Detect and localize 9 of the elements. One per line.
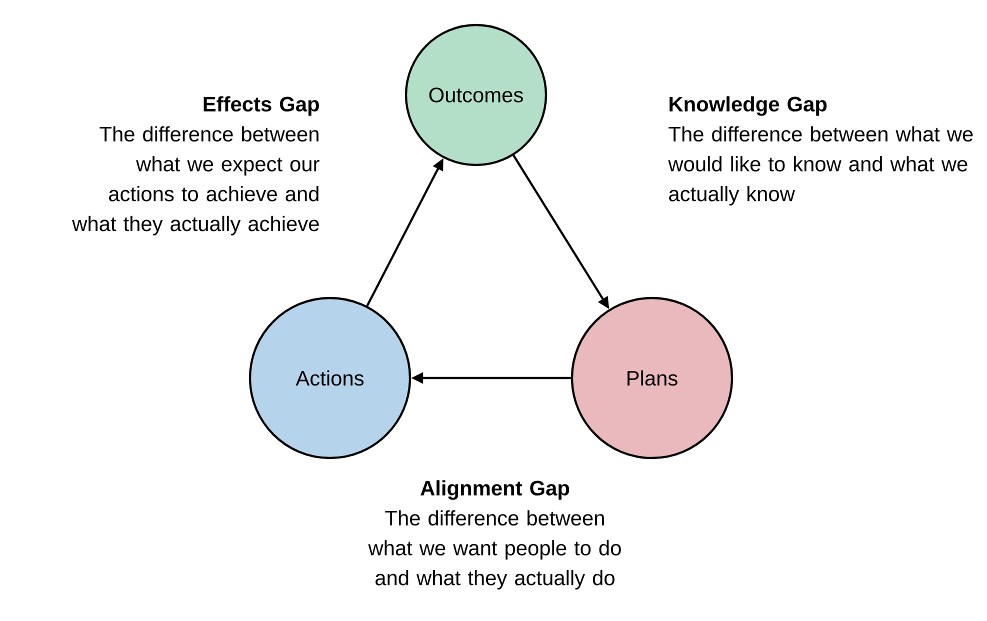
circle-node: Actions xyxy=(248,296,412,460)
gap-description: The difference between what we would like to know and what we actually know xyxy=(668,126,973,206)
circle-node: Plans xyxy=(570,296,734,460)
circle-node: Outcomes xyxy=(404,24,548,166)
gap-heading: Alignment Gap xyxy=(420,480,570,500)
gap-heading: Effects Gap xyxy=(204,96,319,116)
gap-description: The difference between what we expect our actions to achieve and what they actually achieve xyxy=(72,126,320,236)
gap-description: The difference between what we want people to do and what they actually do xyxy=(368,510,621,590)
gap-heading: Knowledge Gap xyxy=(670,96,827,116)
